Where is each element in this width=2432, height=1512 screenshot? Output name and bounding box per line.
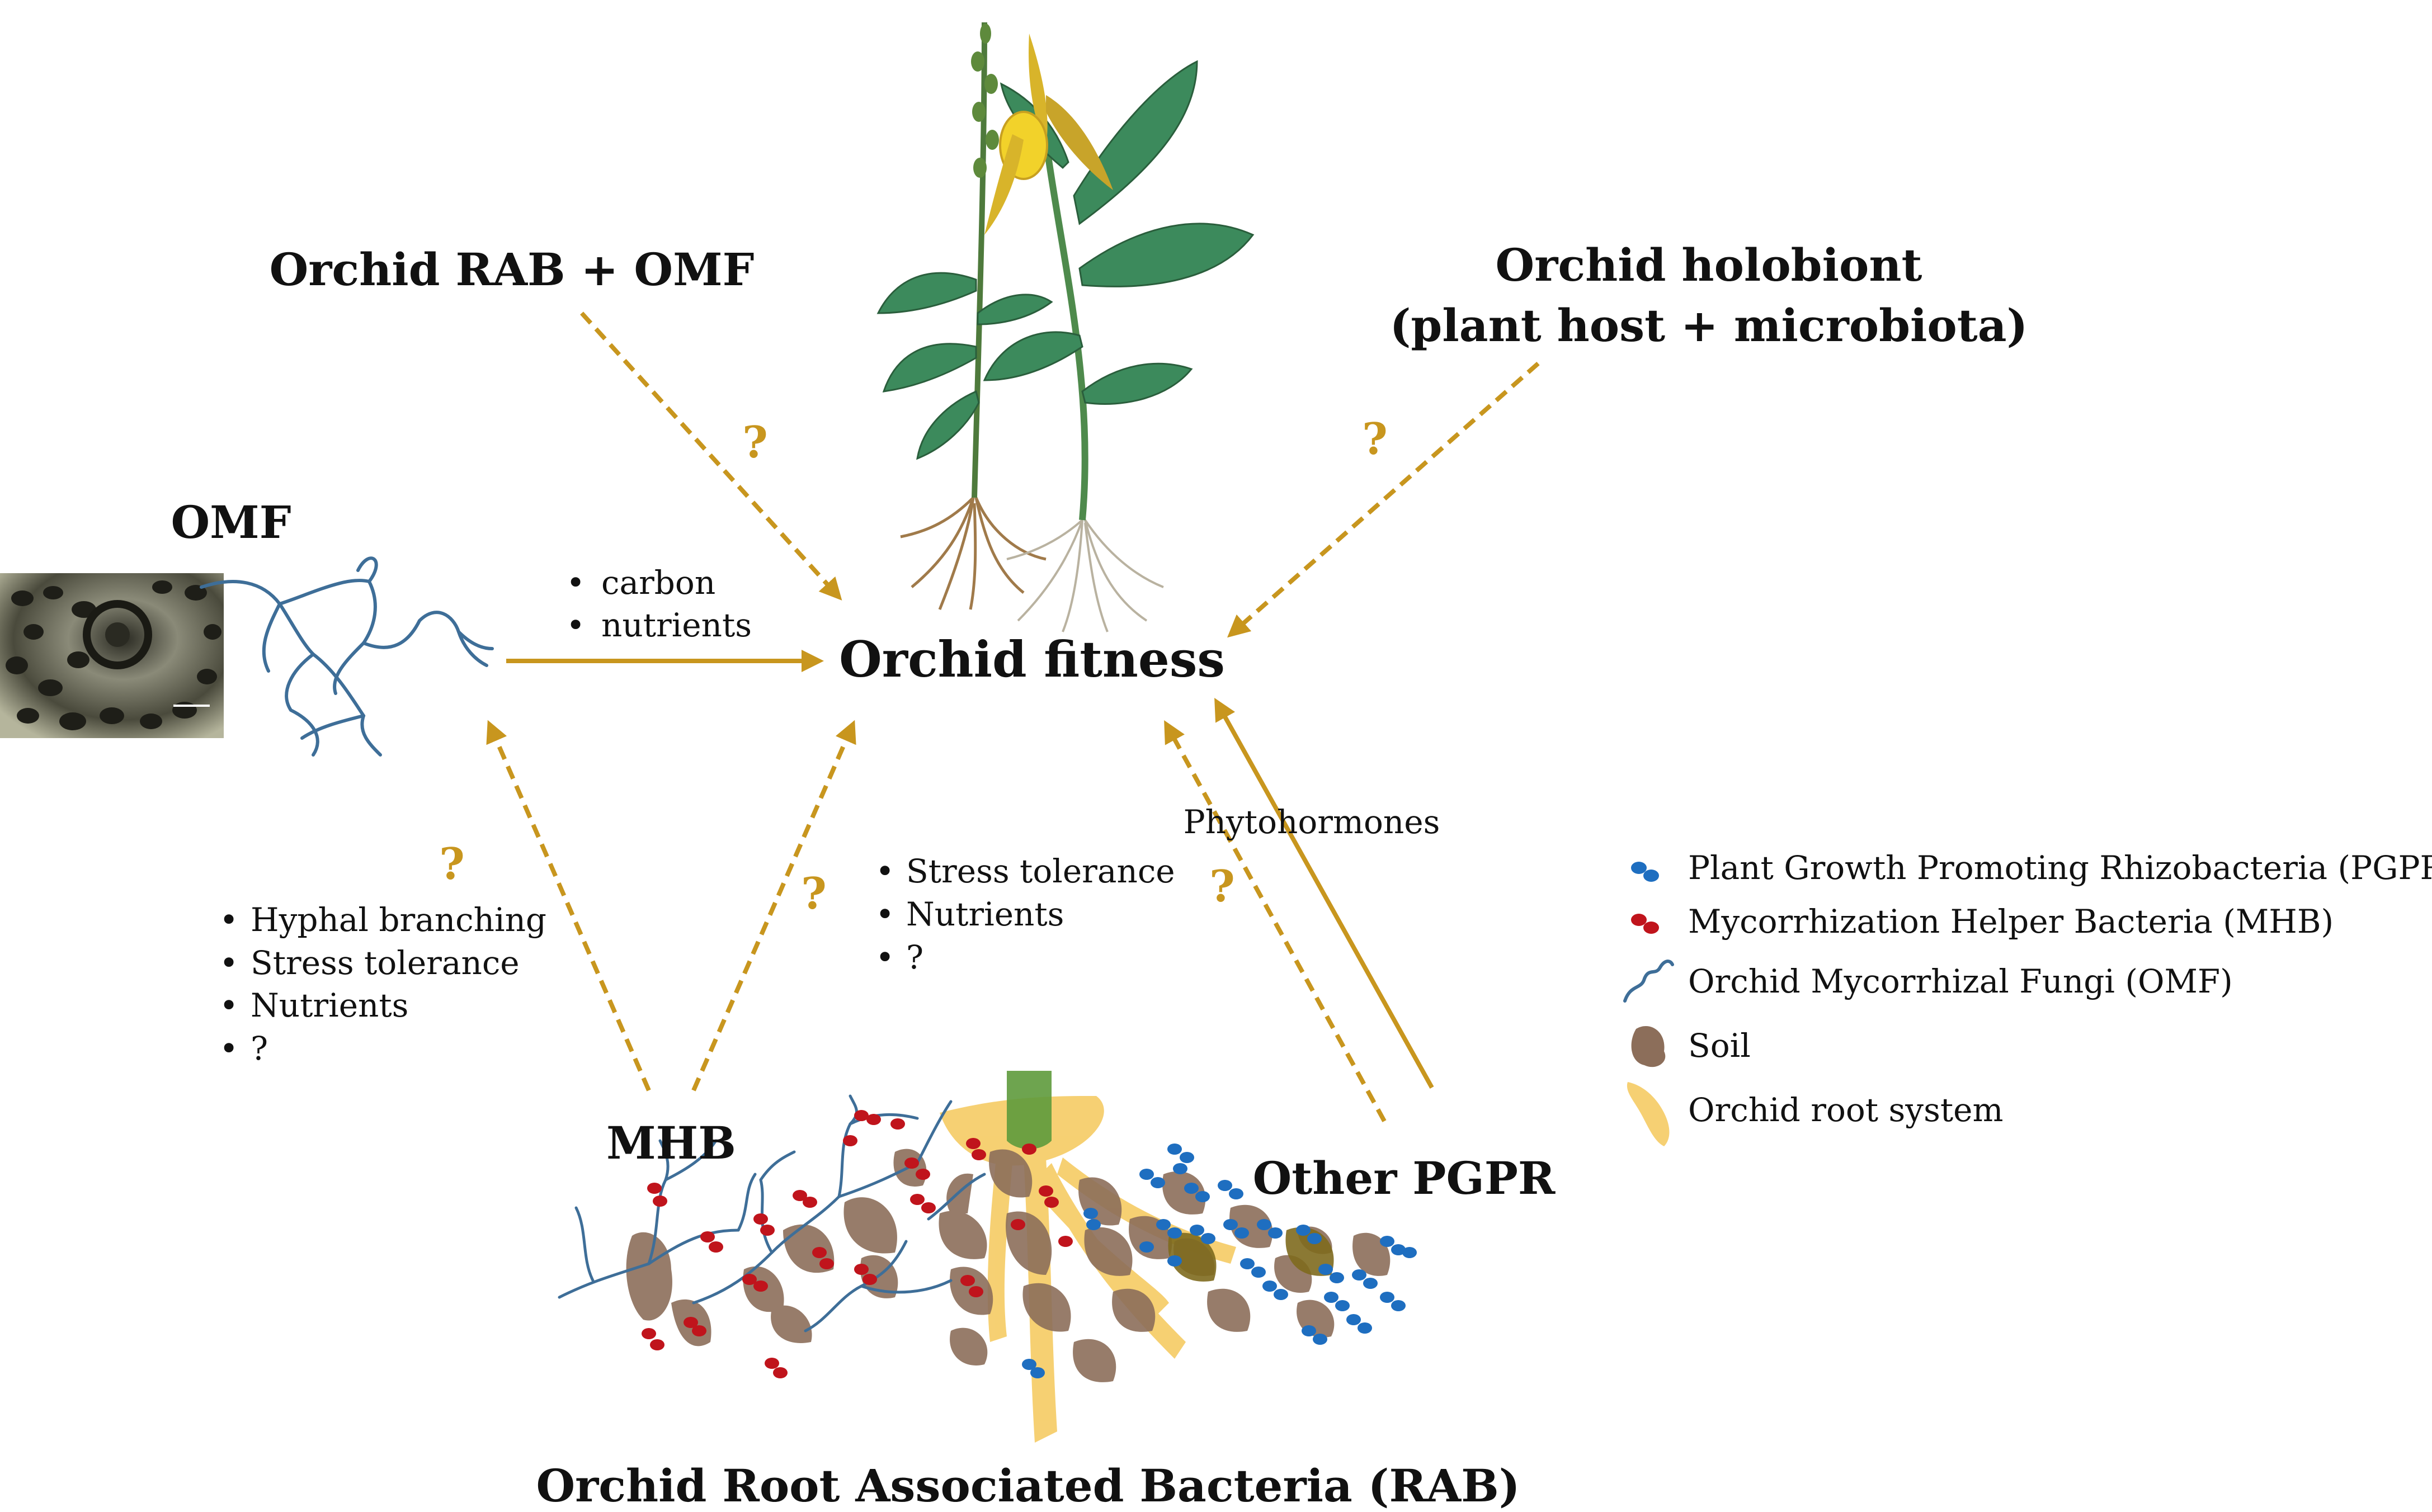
bullet: •: [875, 938, 894, 976]
list-item: carbon: [601, 564, 715, 602]
rab-label: Orchid Root Associated Bacteria (RAB): [536, 1459, 1520, 1512]
slipper-flower: [984, 34, 1113, 235]
legend-label: Orchid root system: [1688, 1091, 2003, 1129]
soil-icon: [1631, 1026, 1666, 1067]
bullet: •: [219, 1029, 238, 1067]
bullet: •: [875, 852, 894, 890]
orchid-plant-illustration: [876, 22, 1255, 632]
holobiont-label: Orchid holobiont: [1496, 239, 1922, 291]
list-item: Stress tolerance: [251, 944, 520, 982]
other-pgpr-label: Other PGPR: [1253, 1152, 1556, 1204]
list-mhb-to-omf: • Hyphal branching • Stress tolerance • …: [219, 901, 546, 1067]
pgpr-icon: [1631, 862, 1659, 882]
omf-hyphae: [200, 556, 494, 757]
list-item: Nutrients: [906, 895, 1064, 933]
legend-item-soil: Soil: [1631, 1026, 1751, 1067]
arrow-mhb-to-fitness: [691, 720, 856, 1092]
list-item: Hyphal branching: [251, 901, 546, 939]
omf-label: OMF: [171, 496, 291, 549]
list-item: Nutrients: [251, 986, 408, 1024]
phytohormones-label: Phytohormones: [1184, 803, 1440, 841]
list-item: Stress tolerance: [906, 852, 1175, 890]
bullet: •: [875, 895, 894, 933]
legend-item-pgpr: Plant Growth Promoting Rhizobacteria (PG…: [1631, 849, 2432, 887]
bullet: •: [566, 606, 585, 644]
arrow-pgpr-phytohormones: [1214, 698, 1434, 1089]
question-marks: ? ? ? ? ?: [439, 414, 1388, 919]
legend-label: Plant Growth Promoting Rhizobacteria (PG…: [1688, 849, 2432, 887]
arrow-mhb-to-omf: [486, 720, 651, 1092]
rab-omf-label: Orchid RAB + OMF: [270, 243, 755, 296]
rab-soil-cluster: [558, 1071, 1417, 1443]
orchid-roots-right: [1006, 519, 1164, 632]
legend-label: Orchid Mycorrhizal Fungi (OMF): [1688, 962, 2233, 1000]
legend-item-omf: Orchid Mycorrhizal Fungi (OMF): [1623, 960, 2233, 1003]
mhb-label: MHB: [606, 1117, 736, 1169]
fungi-icon: [1623, 960, 1674, 1003]
list-item: ?: [251, 1029, 268, 1067]
holobiont-sublabel: (plant host + microbiota): [1390, 299, 2028, 352]
list-item: nutrients: [601, 606, 752, 644]
mhb-bacteria: [642, 1110, 1073, 1378]
flower-buds: [971, 23, 999, 178]
legend-label: Mycorrhization Helper Bacteria (MHB): [1688, 903, 2334, 941]
question-mark-holobiont: ?: [1362, 414, 1388, 465]
arrow-rab-omf-to-fitness: [580, 311, 842, 601]
question-mark-mhb-fitness: ?: [801, 868, 827, 919]
list-mhb-to-fitness: • Stress tolerance • Nutrients • ?: [875, 852, 1175, 976]
question-mark-pgpr-fitness: ?: [1209, 861, 1235, 912]
omf-microscopy-image: [0, 573, 224, 738]
mhb-icon: [1631, 914, 1659, 934]
interaction-arrows: [486, 311, 1540, 1122]
list-item: ?: [906, 938, 923, 976]
question-mark-rab-omf: ?: [742, 417, 768, 468]
list-omf-to-fitness: • carbon • nutrients: [566, 564, 752, 644]
legend-label: Soil: [1688, 1027, 1751, 1065]
bullet: •: [566, 564, 585, 602]
bullet: •: [219, 944, 238, 982]
legend-item-mhb: Mycorrhization Helper Bacteria (MHB): [1631, 903, 2334, 941]
legend: Plant Growth Promoting Rhizobacteria (PG…: [1623, 849, 2432, 1146]
dark-soil-particles: [1168, 1227, 1334, 1282]
bullet: •: [219, 986, 238, 1024]
legend-item-root: Orchid root system: [1627, 1082, 2003, 1146]
stem-left: [972, 22, 987, 498]
question-mark-mhb-omf: ?: [439, 839, 465, 890]
arrow-pgpr-to-fitness-dashed: [1164, 720, 1387, 1122]
root-icon: [1627, 1082, 1670, 1146]
arrow-holobiont-to-fitness: [1227, 361, 1540, 638]
pgpr-bacteria: [1022, 1144, 1417, 1378]
bullet: •: [219, 901, 238, 939]
orchid-roots-left: [900, 497, 1047, 610]
center-label: Orchid fitness: [839, 630, 1225, 688]
